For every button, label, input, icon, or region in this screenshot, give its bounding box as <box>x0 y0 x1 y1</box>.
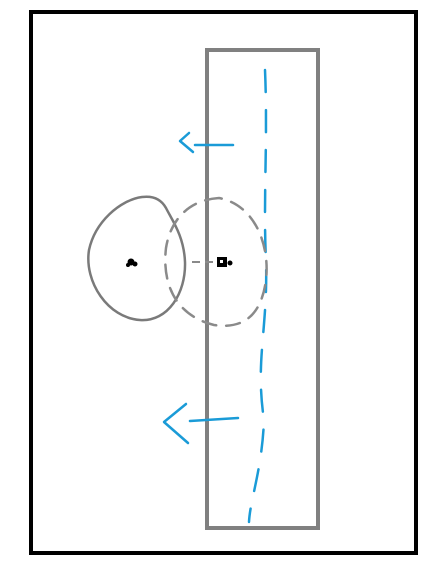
solid-circle <box>87 195 187 322</box>
outer-frame <box>29 10 418 555</box>
center-marker-icon <box>126 258 138 267</box>
dashed-circle <box>164 196 268 328</box>
strip-rectangle <box>205 48 320 530</box>
center-marker-icon <box>217 257 233 267</box>
left-arrow-icon <box>162 402 240 445</box>
blue-dashed-line <box>247 68 268 524</box>
left-arrow-icon <box>178 131 235 154</box>
